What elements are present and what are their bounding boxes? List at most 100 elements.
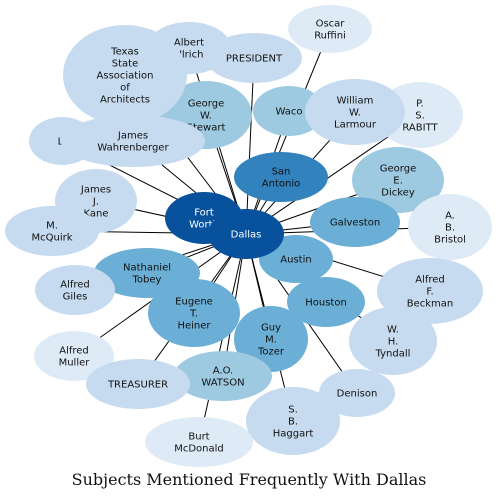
node-s-b-haggart: S.B.Haggart <box>246 387 340 455</box>
label-houston-line-0: Houston <box>305 298 347 309</box>
label-dallas-line-0: Dallas <box>231 230 262 241</box>
bubble-alfred-f-beckman <box>377 258 483 324</box>
label-william-w-larmour-line-0: William <box>337 96 374 107</box>
bubble-treasurer <box>86 359 190 409</box>
label-w-h-tyndall-line-0: W. <box>387 325 399 336</box>
node-president: PRESIDENT <box>206 33 302 83</box>
bubble-denison <box>319 369 395 417</box>
label-alfred-giles-line-1: Giles <box>63 292 88 303</box>
node-waco: Waco <box>253 86 325 136</box>
label-james-wahrenberger-line-0: James <box>117 131 148 142</box>
label-president-line-0: PRESIDENT <box>226 54 283 65</box>
label-james-j-kane-line-1: J. <box>92 197 99 208</box>
node-a-b-bristol: A.B.Bristol <box>408 194 492 260</box>
label-nathaniel-tobey-line-1: Tobey <box>132 275 162 286</box>
label-texas-state-association-line-4: Architects <box>100 95 150 106</box>
label-texas-state-association-line-2: Association <box>97 71 154 82</box>
label-alfred-f-beckman-line-1: F. <box>426 287 433 298</box>
label-nathaniel-tobey-line-0: Nathaniel <box>123 263 171 274</box>
label-george-w-stewart-line-2: Stewart <box>187 123 226 134</box>
label-albert-ulrich-line-1: Ulrich <box>175 50 204 61</box>
bubble-a-b-bristol <box>408 194 492 260</box>
bubble-s-b-haggart <box>246 387 340 455</box>
label-james-wahrenberger-line-1: Wahrenberger <box>97 143 169 154</box>
label-w-h-tyndall-line-1: H. <box>388 337 399 348</box>
bubble-oscar-ruffini <box>288 5 372 53</box>
label-san-antonio-line-0: San <box>272 167 291 178</box>
label-george-e-dickey-line-1: E. <box>393 176 403 187</box>
label-guy-m-tozer-line-2: Tozer <box>257 347 285 358</box>
node-houston: Houston <box>287 277 365 327</box>
label-fort-worth-line-1: Worth <box>189 220 219 231</box>
node-galveston: Galveston <box>310 197 400 247</box>
bubble-houston <box>287 277 365 327</box>
label-treasurer-line-0: TREASURER <box>107 380 168 391</box>
label-george-e-dickey-line-0: George <box>380 164 416 175</box>
bubble-alfred-muller <box>34 331 114 381</box>
label-george-w-stewart-line-0: George <box>188 99 224 110</box>
label-alfred-muller-line-1: Muller <box>59 358 91 369</box>
label-denison-line-0: Denison <box>337 389 378 400</box>
label-waco-line-0: Waco <box>276 107 303 118</box>
label-fort-worth-line-0: Fort <box>194 208 214 219</box>
bubble-galveston <box>310 197 400 247</box>
label-s-b-haggart-line-1: B. <box>288 417 298 428</box>
label-w-h-tyndall-line-2: Tyndall <box>375 349 411 360</box>
label-s-b-haggart-line-2: Haggart <box>273 429 314 440</box>
bubble-san-antonio <box>234 152 328 202</box>
label-galveston-line-0: Galveston <box>330 218 380 229</box>
label-san-antonio-line-1: Antonio <box>262 179 300 190</box>
label-s-b-haggart-line-0: S. <box>288 405 298 416</box>
bubble-w-h-tyndall <box>349 307 437 375</box>
bubble-dallas <box>208 209 284 259</box>
diagram-caption: Subjects Mentioned Frequently With Dalla… <box>71 470 427 489</box>
edge-president <box>245 57 255 235</box>
node-denison: Denison <box>319 369 395 417</box>
bubble-texas-state-association <box>63 25 187 125</box>
node-treasurer: TREASURER <box>86 359 190 409</box>
label-a-o-watson-line-0: A.O. <box>213 366 234 377</box>
bubble-eugene-t-heiner <box>148 279 240 347</box>
bubble-waco <box>253 86 325 136</box>
bubble-george-e-dickey <box>352 147 444 213</box>
bubble-a-o-watson <box>174 351 272 401</box>
label-p-s-rabitt-line-1: S. <box>415 111 425 122</box>
bubble-james-wahrenberger <box>61 115 205 167</box>
bubble-president <box>206 33 302 83</box>
label-william-w-larmour-line-1: W. <box>349 108 361 119</box>
label-a-b-bristol-line-0: A. <box>445 211 455 222</box>
label-p-s-rabitt-line-0: P. <box>416 99 424 110</box>
label-alfred-f-beckman-line-2: Beckman <box>407 299 454 310</box>
label-a-b-bristol-line-1: B. <box>445 223 455 234</box>
label-james-j-kane-line-2: Kane <box>84 209 109 220</box>
label-burt-mcdonald-line-1: McDonald <box>174 444 224 455</box>
label-william-w-larmour-line-2: Larmour <box>334 120 377 131</box>
bubble-guy-m-tozer <box>234 306 308 372</box>
label-p-s-rabitt-line-2: RABITT <box>402 123 438 134</box>
label-albert-ulrich-line-0: Albert <box>174 38 204 49</box>
label-texas-state-association-line-0: Texas <box>110 47 139 58</box>
label-george-e-dickey-line-2: Dickey <box>381 188 415 199</box>
label-eugene-t-heiner-line-1: T. <box>189 309 198 320</box>
label-guy-m-tozer-line-0: Guy <box>261 323 281 334</box>
node-w-h-tyndall: W.H.Tyndall <box>349 307 437 375</box>
label-texas-state-association-line-3: of <box>120 83 130 94</box>
label-oscar-ruffini-line-1: Ruffini <box>314 31 346 42</box>
label-a-o-watson-line-1: WATSON <box>201 378 244 389</box>
label-alfred-f-beckman-line-0: Alfred <box>415 275 445 286</box>
node-a-o-watson: A.O.WATSON <box>174 351 272 401</box>
bubble-william-w-larmour <box>305 79 405 145</box>
bubble-m-mcquirk <box>5 206 99 256</box>
